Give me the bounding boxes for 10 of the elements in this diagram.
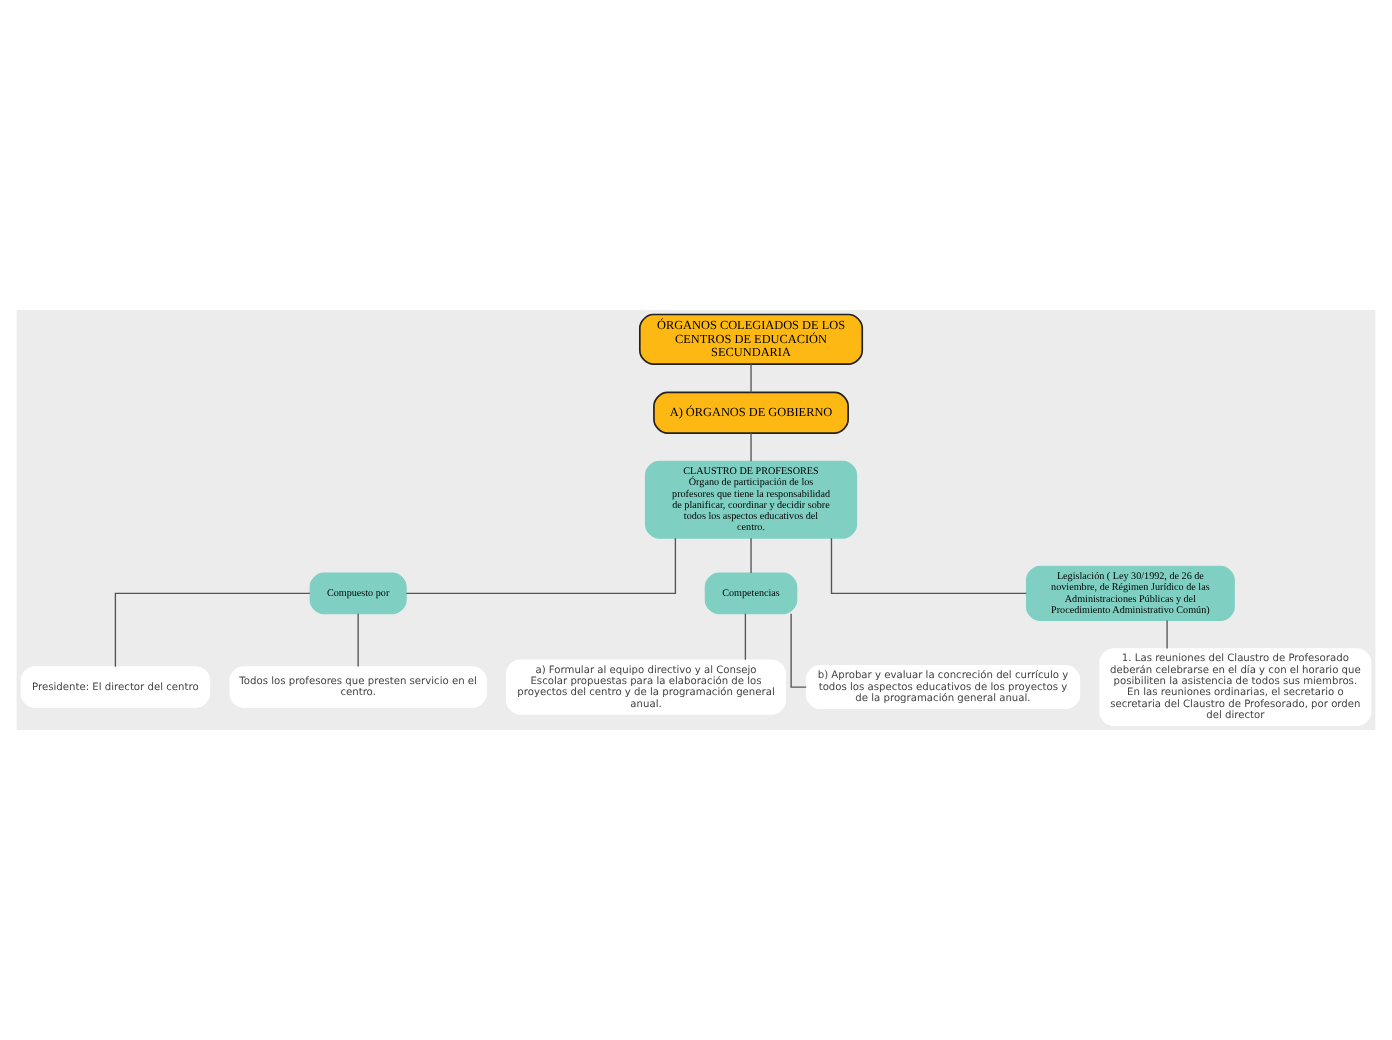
connector	[405, 537, 677, 595]
connector	[744, 613, 747, 661]
connector	[790, 613, 807, 688]
connector	[750, 363, 752, 393]
connector	[357, 613, 359, 668]
connector	[114, 592, 311, 668]
connector	[1166, 619, 1168, 650]
connector	[750, 537, 752, 574]
connector	[750, 432, 752, 462]
connector	[830, 537, 1027, 595]
